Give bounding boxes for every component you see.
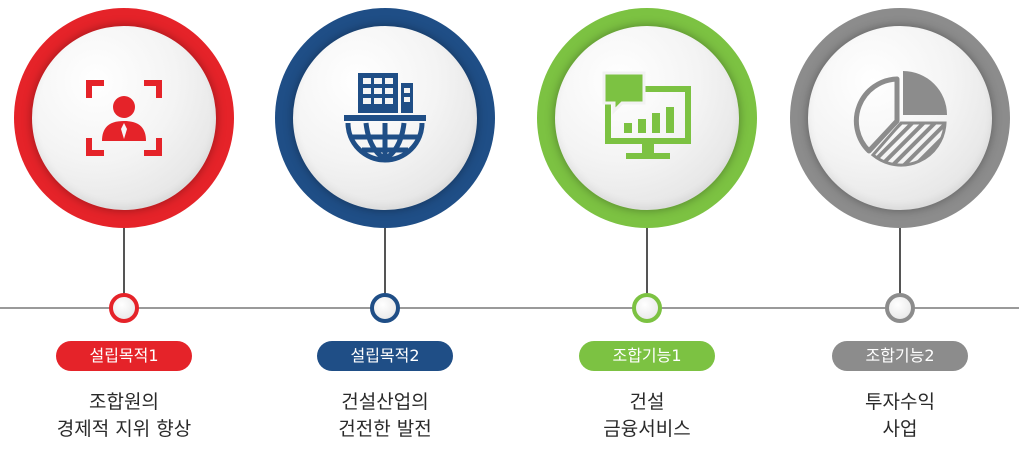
disc-2	[293, 26, 477, 210]
description-1: 조합원의 경제적 지위 향상	[4, 389, 244, 443]
stem-1	[123, 228, 125, 294]
ring-1	[14, 8, 234, 228]
pie-chart-icon	[853, 71, 947, 167]
stem-2	[384, 228, 386, 294]
description-3-line1: 건설	[629, 391, 665, 413]
description-2-line1: 건설산업의	[341, 391, 429, 413]
description-1-line1: 조합원의	[89, 391, 159, 413]
badge-3: 조합기능1	[579, 341, 715, 371]
ring-4	[790, 8, 1010, 228]
description-2: 건설산업의 건전한 발전	[265, 389, 505, 443]
disc-1	[32, 26, 216, 210]
item-3: 조합기능1 건설 금융서비스	[527, 0, 767, 450]
description-2-line2: 건전한 발전	[338, 418, 432, 440]
disc-4	[808, 26, 992, 210]
description-1-line2: 경제적 지위 향상	[56, 418, 192, 440]
monitor-chart-icon	[602, 71, 691, 159]
item-4: 조합기능2 투자수익 사업	[780, 0, 1019, 450]
description-3-line2: 금융서비스	[603, 418, 691, 440]
item-2: 설립목적2 건설산업의 건전한 발전	[265, 0, 505, 450]
node-3	[632, 293, 662, 323]
person-focus-icon	[86, 80, 162, 156]
item-1: 설립목적1 조합원의 경제적 지위 향상	[4, 0, 244, 450]
node-2	[370, 293, 400, 323]
building-globe-icon	[344, 73, 426, 163]
node-1	[109, 293, 139, 323]
node-4	[885, 293, 915, 323]
stem-4	[899, 228, 901, 294]
timeline-line	[0, 307, 1019, 309]
disc-3	[555, 26, 739, 210]
ring-2	[275, 8, 495, 228]
badge-4: 조합기능2	[832, 341, 968, 371]
stem-3	[646, 228, 648, 294]
description-3: 건설 금융서비스	[527, 389, 767, 443]
badge-1: 설립목적1	[56, 341, 192, 371]
description-4-line2: 사업	[882, 418, 918, 440]
ring-3	[537, 8, 757, 228]
description-4: 투자수익 사업	[780, 389, 1019, 443]
description-4-line1: 투자수익	[865, 391, 935, 413]
badge-2: 설립목적2	[317, 341, 453, 371]
